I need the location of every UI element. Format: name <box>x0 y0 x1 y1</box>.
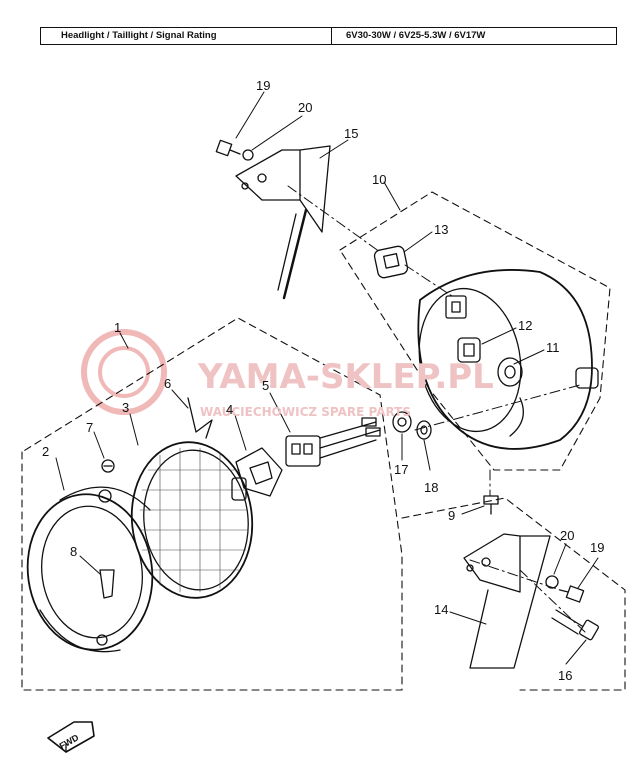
callout-19-lower: 19 <box>590 540 604 555</box>
watermark-brand: YAMA-SKLEP.PL <box>197 357 494 397</box>
callout-9: 9 <box>448 508 455 523</box>
callout-18: 18 <box>424 480 438 495</box>
screw-part-7 <box>101 459 115 473</box>
bolt-part-19-lower <box>559 585 585 603</box>
spring-clip-part-6 <box>187 397 213 439</box>
callout-7: 7 <box>86 420 93 435</box>
callout-2: 2 <box>42 444 49 459</box>
callout-8: 8 <box>70 544 77 559</box>
grommet-part-11 <box>497 357 523 387</box>
callout-19-upper: 19 <box>256 78 270 93</box>
washer-part-20-upper <box>242 149 254 161</box>
bracket-part-8 <box>99 569 115 599</box>
callout-15: 15 <box>344 126 358 141</box>
callout-20-lower: 20 <box>560 528 574 543</box>
callout-3: 3 <box>122 400 129 415</box>
callout-11: 11 <box>546 340 560 355</box>
lens-unit-part-3 <box>130 441 254 599</box>
housing-part-10 <box>417 269 599 450</box>
upper-bracket-part-15 <box>235 145 331 300</box>
callout-14: 14 <box>434 602 448 617</box>
watermark-logo-inner <box>98 346 150 398</box>
screw-part-9 <box>483 495 499 515</box>
spec-rating-table: Headlight / Taillight / Signal Rating 6V… <box>40 27 617 45</box>
leader-lines <box>55 91 599 665</box>
washer-part-18 <box>416 420 432 440</box>
grommet-part-12 <box>457 337 481 363</box>
fwd-label: FWD <box>58 732 81 751</box>
connector-part-5 <box>285 417 381 467</box>
bolt-part-19-upper <box>215 139 241 157</box>
washer-part-20-lower <box>545 575 559 589</box>
watermark-subline: WAUCIECHOWICZ SPARE PARTS <box>200 405 411 419</box>
callout-labels: 1 2 3 4 5 6 7 8 9 10 11 12 13 14 15 16 1… <box>42 78 604 683</box>
grommet-part-13 <box>373 245 409 279</box>
housing-group-outline <box>339 191 611 471</box>
callout-10: 10 <box>372 172 386 187</box>
callout-6: 6 <box>164 376 171 391</box>
callout-4: 4 <box>226 402 233 417</box>
callout-20-upper: 20 <box>298 100 312 115</box>
bolt-part-16 <box>551 609 599 641</box>
lower-bracket-outline <box>401 497 626 691</box>
lower-bracket-part-14 <box>463 533 551 669</box>
callout-13: 13 <box>434 222 448 237</box>
fwd-arrow-icon <box>47 721 95 753</box>
callout-17: 17 <box>394 462 408 477</box>
headlight-rim-part-2 <box>26 486 154 653</box>
socket-cover-part-4 <box>235 447 283 497</box>
callout-1: 1 <box>114 320 121 335</box>
callout-12: 12 <box>518 318 532 333</box>
spec-value: 6V30-30W / 6V25-5.3W / 6V17W <box>346 30 486 41</box>
spec-label: Headlight / Taillight / Signal Rating <box>41 28 332 44</box>
callout-5: 5 <box>262 378 269 393</box>
watermark-logo-ring <box>81 329 167 415</box>
watermark <box>81 329 167 415</box>
callout-16: 16 <box>558 668 572 683</box>
nut-part-17 <box>392 411 412 433</box>
